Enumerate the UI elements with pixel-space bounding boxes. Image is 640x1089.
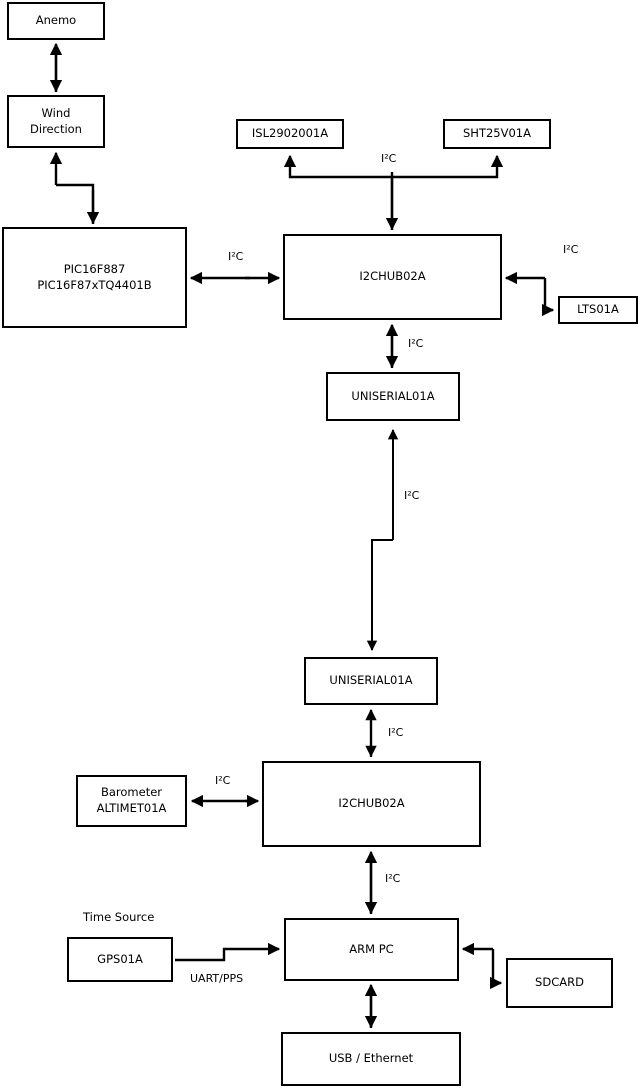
connector-hubtop-sensors	[283, 154, 504, 231]
edge-label-i2c-pic-hub: I²C	[228, 250, 244, 263]
label-time-source: Time Source	[83, 910, 155, 924]
node-isl2902001a[interactable]: ISL2902001A	[236, 119, 344, 149]
node-sht25v01a-label: SHT25V01A	[463, 126, 531, 141]
node-usb-ethernet[interactable]: USB / Ethernet	[281, 1032, 461, 1086]
node-uniserial01a-lower[interactable]: UNISERIAL01A	[304, 657, 438, 705]
node-sht25v01a[interactable]: SHT25V01A	[443, 119, 551, 149]
node-uniserial01a-upper[interactable]: UNISERIAL01A	[326, 372, 460, 421]
edge-label-i2c-barometer-hub2: I²C	[215, 774, 231, 787]
node-uniserial01a-lower-label: UNISERIAL01A	[329, 673, 413, 688]
connector-gps-armpc	[175, 942, 281, 962]
node-arm-pc-label: ARM PC	[349, 941, 394, 956]
node-sdcard-label: SDCARD	[535, 975, 584, 990]
node-i2chub02a-bottom-label: I2CHUB02A	[338, 796, 405, 811]
edge-label-i2c-top-sensors: I²C	[381, 152, 397, 165]
node-wind-direction-label: Wind Direction	[30, 105, 82, 136]
node-lts01a-label: LTS01A	[577, 302, 619, 317]
node-i2chub02a-top[interactable]: I2CHUB02A	[283, 234, 502, 320]
connector-hubtop-lts	[504, 271, 555, 317]
connector-armpc-sdcard	[461, 942, 503, 990]
node-usb-ethernet-label: USB / Ethernet	[328, 1051, 414, 1066]
node-pic-microcontroller[interactable]: PIC16F887 PIC16F87xTQ4401B	[2, 227, 187, 328]
node-uniserial01a-upper-label: UNISERIAL01A	[351, 388, 435, 403]
node-anemo[interactable]: Anemo	[7, 2, 105, 40]
connector-pic-wind	[49, 151, 100, 225]
edge-label-uart-pps: UART/PPS	[190, 972, 244, 985]
edge-label-i2c-hub-lts: I²C	[563, 243, 579, 256]
node-arm-pc[interactable]: ARM PC	[284, 918, 459, 981]
connector-uniserial1-uniserial2	[366, 428, 399, 652]
node-gps01a-label: GPS01A	[97, 951, 143, 966]
edge-label-i2c-hub-uniserial1: I²C	[408, 337, 424, 350]
edge-label-i2c-uniserial2-hub2: I²C	[388, 726, 404, 739]
node-anemo-label: Anemo	[35, 13, 77, 28]
node-i2chub02a-top-label: I2CHUB02A	[359, 269, 426, 284]
node-pic-microcontroller-label: PIC16F887 PIC16F87xTQ4401B	[37, 261, 152, 292]
node-lts01a[interactable]: LTS01A	[558, 296, 638, 324]
node-sdcard[interactable]: SDCARD	[506, 958, 613, 1008]
node-barometer-altimet01a[interactable]: Barometer ALTIMET01A	[76, 775, 187, 827]
edge-label-i2c-hub2-armpc: I²C	[385, 872, 401, 885]
edge-label-i2c-uniserial1-uniserial2: I²C	[404, 489, 420, 502]
node-i2chub02a-bottom[interactable]: I2CHUB02A	[262, 761, 481, 847]
node-gps01a[interactable]: GPS01A	[67, 937, 173, 982]
node-barometer-altimet01a-label: Barometer ALTIMET01A	[96, 785, 167, 815]
node-isl2902001a-label: ISL2902001A	[251, 126, 329, 141]
node-wind-direction[interactable]: Wind Direction	[7, 95, 105, 148]
